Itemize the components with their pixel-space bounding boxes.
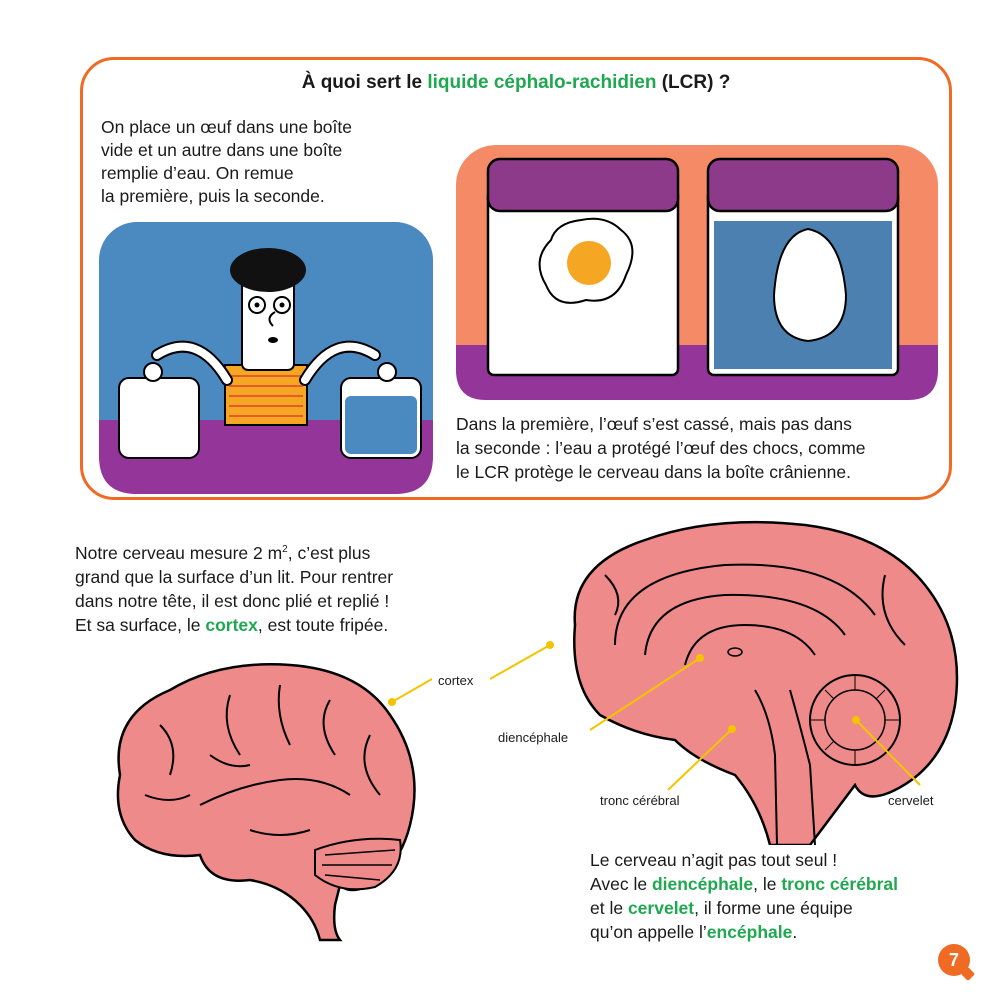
label-tronc-cerebral: tronc cérébral (600, 793, 680, 808)
boy-with-boxes-illustration (99, 222, 433, 494)
cortex-highlight: cortex (205, 614, 258, 635)
brain-surface-text: Notre cerveau mesure 2 m2, c’est plus gr… (75, 542, 394, 635)
label-cervelet: cervelet (888, 793, 934, 808)
title-highlight: liquide céphalo-rachidien (427, 72, 657, 93)
encephale-text: Le cerveau n’agit pas tout seul ! Avec l… (590, 850, 899, 942)
experiment-intro: On place un œuf dans une boîte vide et u… (101, 117, 352, 206)
experiment-result: Dans la première, l’œuf s’est cassé, mai… (456, 414, 866, 482)
egg-jars-illustration (456, 145, 938, 400)
label-cortex: cortex (438, 673, 474, 688)
page-number-badge: 7 (938, 944, 970, 976)
brain-side-view-illustration (116, 663, 416, 942)
label-diencephale: diencéphale (498, 730, 569, 745)
lcr-box-frame (80, 57, 952, 500)
box-title: À quoi sert le liquide céphalo-rachidien… (301, 72, 731, 93)
